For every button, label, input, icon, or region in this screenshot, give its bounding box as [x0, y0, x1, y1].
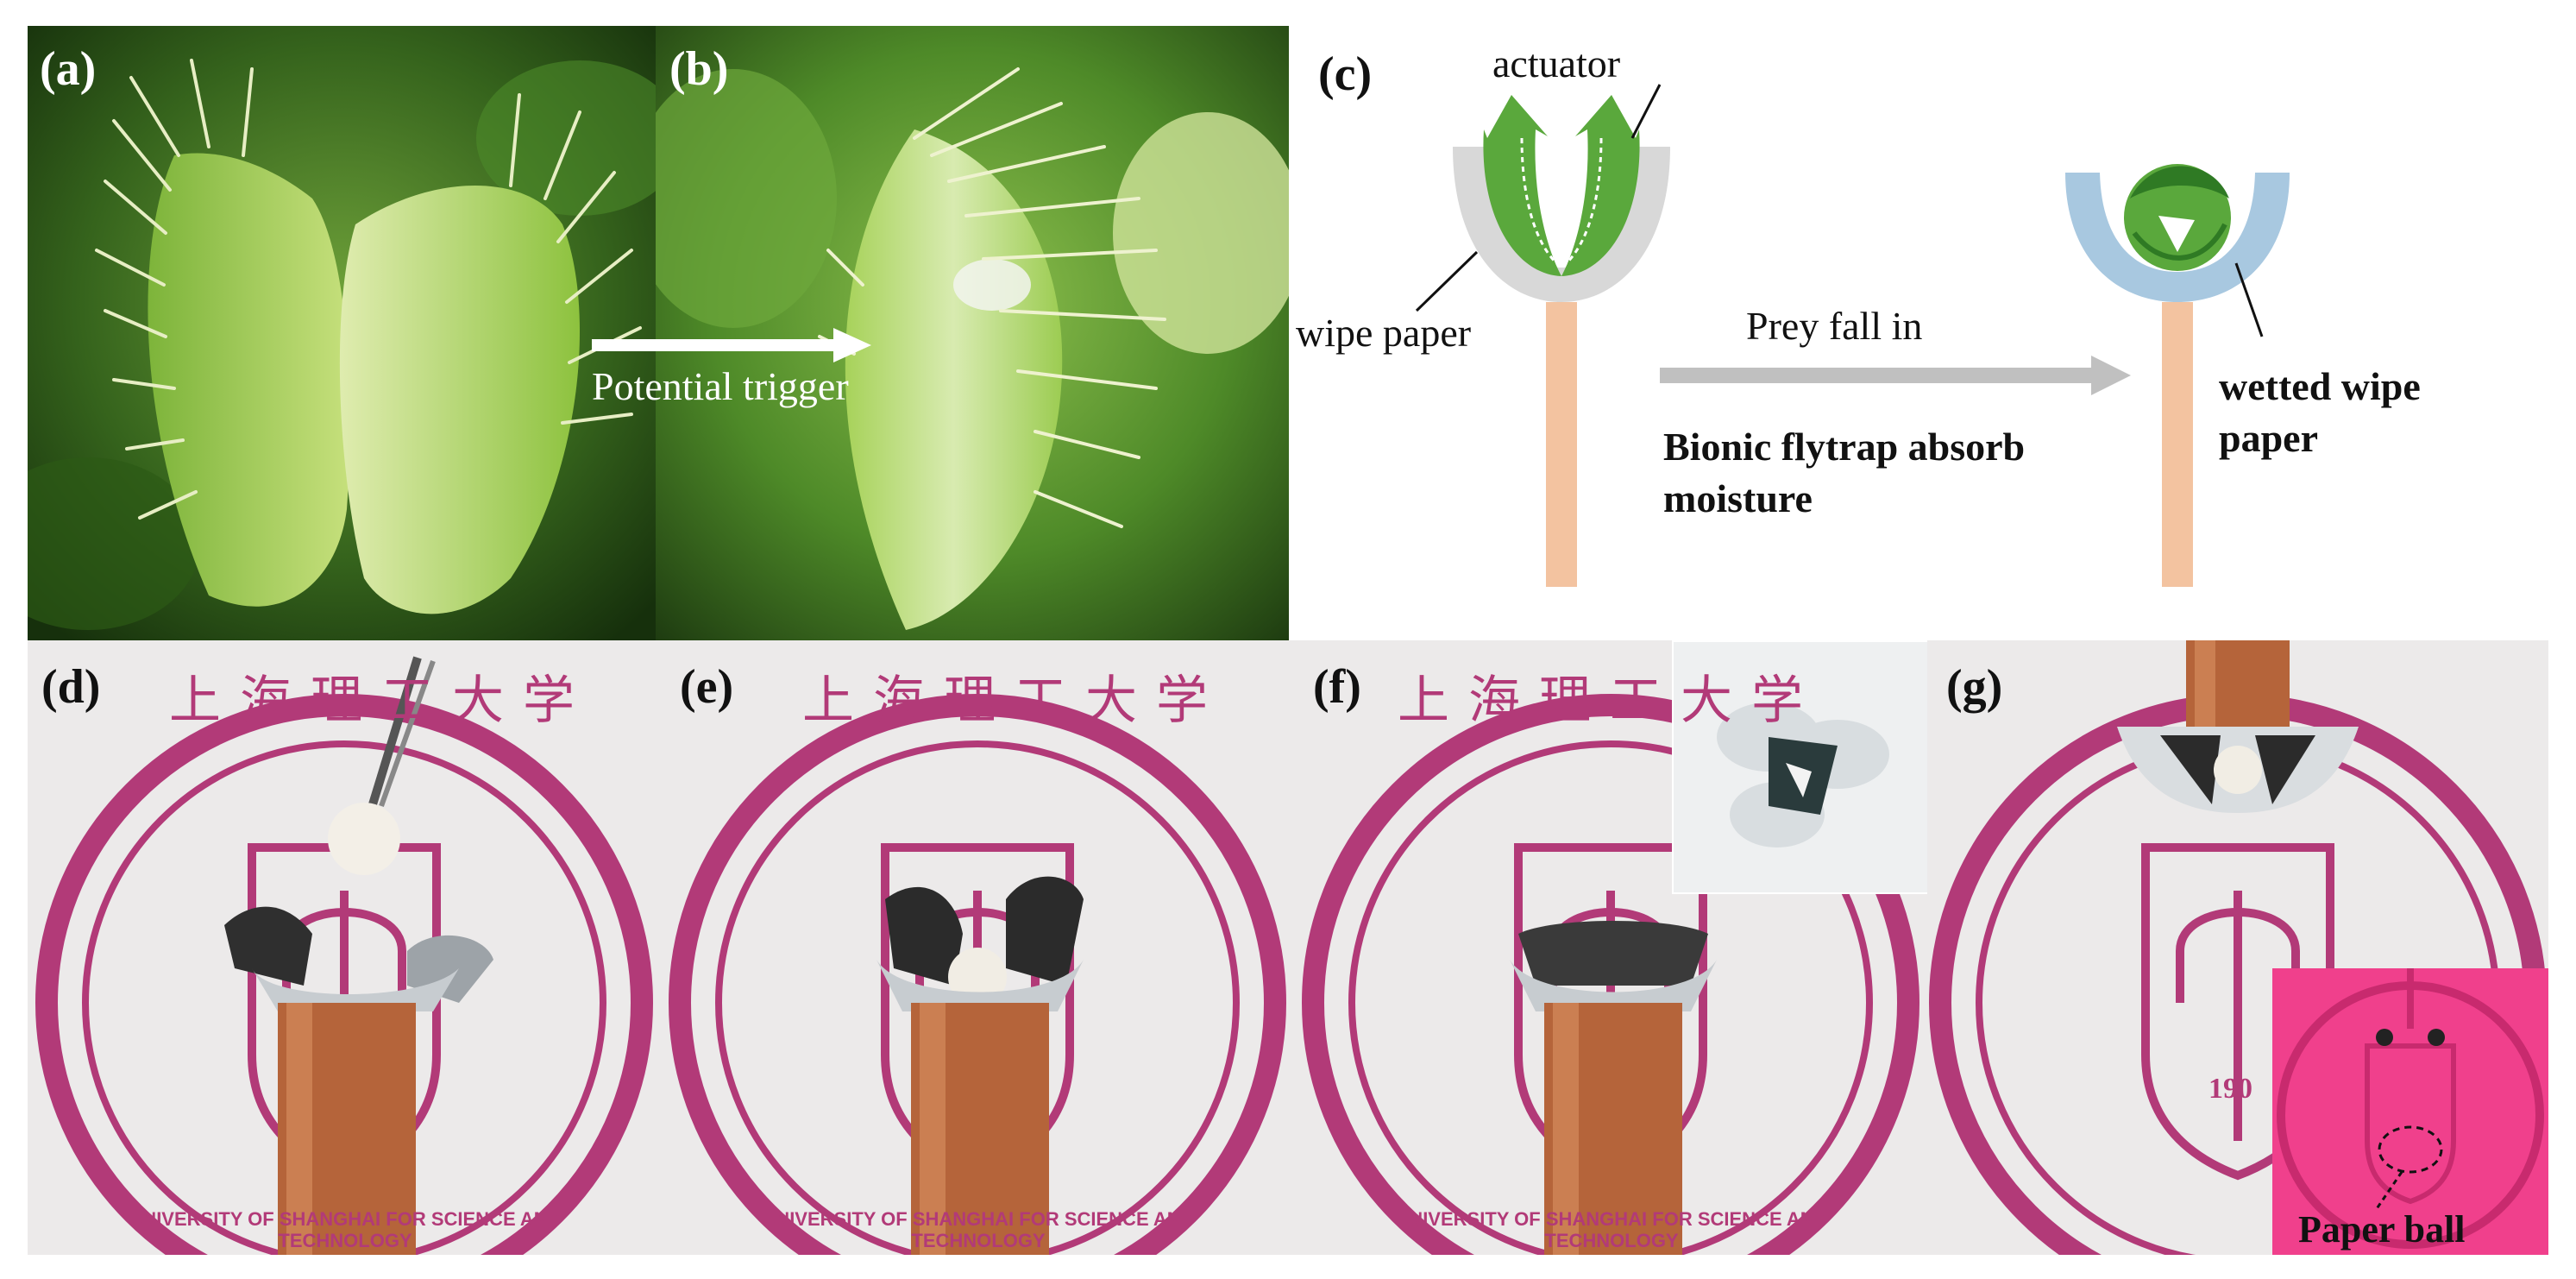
- actuator-label: actuator: [1492, 41, 1621, 85]
- potential-trigger-label: Potential trigger: [592, 364, 849, 408]
- seal-english-text-e: UNIVERSITY OF SHANGHAI FOR SCIENCE AND T…: [762, 1208, 1195, 1252]
- panel-f-inset: [1672, 640, 1927, 894]
- left-stem: [1546, 302, 1577, 587]
- trigger-arrow-icon: [592, 328, 871, 362]
- seal-gripper-image-d: [35, 656, 653, 1255]
- seal-gripper-image-e: [669, 694, 1286, 1255]
- panel-c-diagram: (c) actuator wipe paper Prey fall in Bio…: [1289, 26, 2548, 640]
- paper-ball-inset-image: [2277, 968, 2544, 1249]
- gripper-topview-inset-image: [1674, 642, 1927, 892]
- seal-year-text: 190: [2208, 1073, 2252, 1105]
- wetted-wipe-label-line1: wetted wipe: [2219, 364, 2421, 408]
- panel-g-label: (g): [1946, 660, 2003, 714]
- bionic-flytrap-label-line1: Bionic flytrap absorb: [1663, 425, 2026, 469]
- panel-g-inset: Paper ball: [2272, 968, 2548, 1255]
- wipe-paper-label: wipe paper: [1296, 311, 1472, 355]
- right-stem: [2162, 302, 2193, 587]
- seal-chinese-text-f: 上海理工大学: [1398, 671, 1822, 731]
- panel-b-photo: (b): [656, 26, 1289, 640]
- paper-ball-label: Paper ball: [2298, 1208, 2466, 1251]
- flytrap-closed-image: [656, 26, 1289, 640]
- panel-a-photo: (a): [28, 26, 656, 640]
- panel-e-label: (e): [680, 660, 734, 714]
- seal-chinese-text-d: 上海理工大学: [169, 671, 594, 731]
- seal-gripper-image-g: [1929, 640, 2547, 1255]
- seal-chinese-text-e: 上海理工大学: [802, 671, 1227, 731]
- bionic-flytrap-label-line2: moisture: [1663, 476, 1813, 520]
- panel-d-photo: (d): [28, 640, 661, 1255]
- panel-b-label: (b): [669, 42, 729, 96]
- seal-english-text-f: UNIVERSITY OF SHANGHAI FOR SCIENCE AND T…: [1395, 1208, 1828, 1252]
- panel-f-photo: (f): [1294, 640, 1927, 1255]
- prey-fall-in-label: Prey fall in: [1746, 304, 1923, 348]
- bionic-flytrap-diagram: [1415, 84, 2290, 587]
- seal-gripper-image-f: [1302, 694, 1919, 1255]
- panel-f-label: (f): [1313, 660, 1361, 714]
- seal-english-text-d: UNIVERSITY OF SHANGHAI FOR SCIENCE AND T…: [129, 1208, 562, 1252]
- wetted-wipe-label-line2: paper: [2219, 416, 2318, 460]
- panel-d-label: (d): [41, 660, 101, 714]
- panel-g-photo: 190 (g) Paper ball: [1927, 640, 2548, 1255]
- panel-a-label: (a): [40, 42, 97, 96]
- panel-c-label: (c): [1318, 47, 1373, 101]
- flytrap-open-image: [28, 26, 656, 640]
- panel-e-photo: (e): [661, 640, 1294, 1255]
